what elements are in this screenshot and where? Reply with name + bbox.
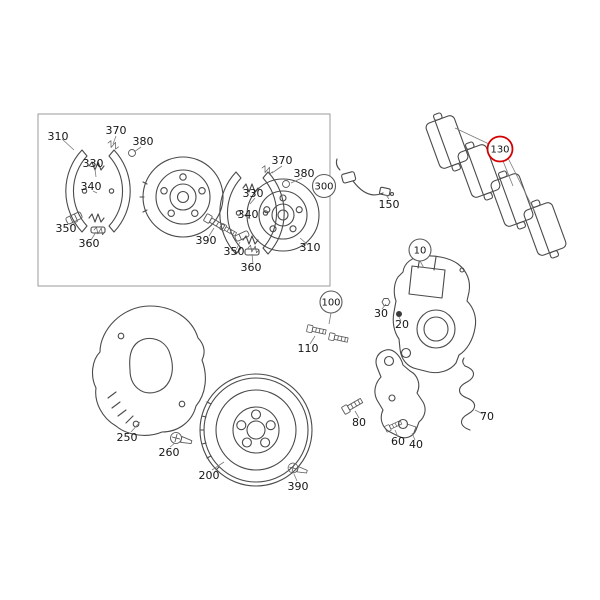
part-label-110: 110 — [298, 342, 319, 355]
leader-line — [419, 260, 425, 269]
part-label-360-left: 360 — [79, 237, 100, 250]
clip-icon — [406, 423, 417, 436]
part-label-370-right: 370 — [272, 154, 293, 167]
leader-line — [502, 160, 514, 187]
part-label-370-left: 370 — [106, 124, 127, 137]
callout-10: 10 — [408, 238, 432, 262]
pad-spring-icon — [458, 357, 476, 431]
part-label-380-right: 380 — [294, 167, 315, 180]
leader-lines — [61, 135, 416, 482]
splash-shield-icon — [91, 305, 206, 436]
part-label-330-right: 330 — [243, 187, 264, 200]
callout-10-label: 10 — [414, 246, 427, 257]
callout-130-highlighted: 130 — [486, 135, 514, 163]
brake-pad-icon — [520, 195, 570, 263]
part-label-340-left: 340 — [81, 180, 102, 193]
part-label-20: 20 — [395, 318, 409, 331]
part-label-200: 200 — [199, 469, 220, 482]
part-label-60: 60 — [391, 435, 405, 448]
parts-box-frame — [37, 113, 331, 287]
part-label-310-right: 310 — [300, 241, 321, 254]
leader-line — [507, 157, 536, 213]
part-label-150: 150 — [379, 198, 400, 211]
part-label-390-box: 390 — [196, 234, 217, 247]
brake-disc-icon — [199, 373, 313, 487]
callout-300: 300 — [311, 173, 337, 199]
shoe-spring-icon — [106, 139, 121, 151]
brake-caliper-icon — [392, 255, 477, 374]
callout-100: 100 — [319, 290, 343, 314]
leader-line — [474, 409, 484, 415]
part-label-310-left: 310 — [48, 130, 69, 143]
bolt-icon — [340, 396, 365, 415]
retainer-cup-icon — [282, 180, 290, 188]
washer-icon — [396, 311, 402, 317]
leader-line — [454, 127, 490, 145]
part-label-250: 250 — [117, 431, 138, 444]
guide-bolt-icon — [305, 324, 327, 337]
part-label-350-left: 350 — [56, 222, 77, 235]
part-label-350-right: 350 — [224, 245, 245, 258]
part-label-30: 30 — [374, 307, 388, 320]
part-label-80: 80 — [352, 416, 366, 429]
part-label-340-right: 340 — [238, 208, 259, 221]
callout-130-label: 130 — [490, 145, 509, 156]
part-label-390-disc: 390 — [288, 480, 309, 493]
part-label-40: 40 — [409, 438, 423, 451]
part-label-330-left: 330 — [83, 157, 104, 170]
brake-pad-icon — [422, 108, 472, 176]
part-label-360-right: 360 — [241, 261, 262, 274]
brake-drum-disc-left — [139, 156, 224, 238]
adjuster-icon — [65, 211, 83, 225]
part-label-260: 260 — [159, 446, 180, 459]
highlight-ring — [486, 135, 514, 163]
callout-300-label: 300 — [314, 182, 333, 193]
brake-drum-disc-right — [246, 178, 320, 252]
part-label-380-left: 380 — [133, 135, 154, 148]
callout-100-label: 100 — [321, 298, 340, 309]
part-label-70: 70 — [480, 410, 494, 423]
wear-sensor-icon — [335, 158, 395, 197]
nut-icon — [381, 298, 391, 306]
retainer-cup-icon — [128, 149, 136, 157]
adjuster-icon — [234, 230, 250, 242]
guide-bolt-icon — [327, 332, 349, 345]
brake-pads-icon — [422, 108, 570, 263]
